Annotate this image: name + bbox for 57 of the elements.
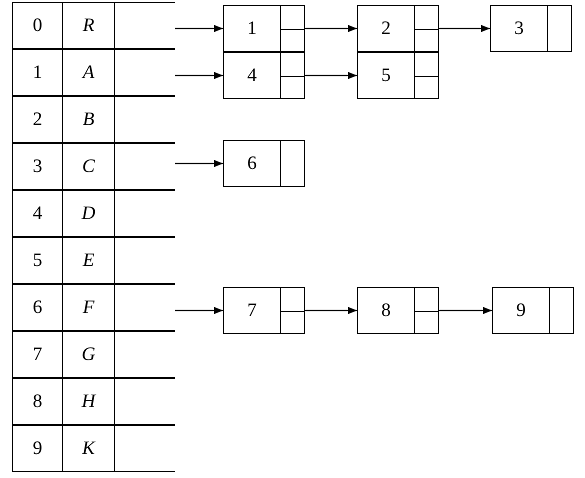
arrow	[305, 72, 357, 80]
arrow	[175, 72, 223, 80]
index-number: 1	[32, 62, 42, 84]
table-row	[12, 284, 175, 331]
vertex-label: K	[82, 438, 95, 460]
table-row	[12, 331, 175, 378]
table-row	[12, 378, 175, 425]
index-number: 8	[32, 390, 42, 412]
vertex-label: D	[82, 202, 96, 224]
vertex-label: F	[82, 296, 94, 318]
arrow	[439, 306, 492, 314]
index-number: 7	[32, 344, 42, 366]
table-row	[12, 190, 175, 237]
node-number: 4	[247, 64, 257, 86]
table-row	[12, 425, 175, 472]
list-node-box	[492, 287, 574, 334]
node-number: 2	[381, 18, 391, 40]
vertex-label: C	[82, 156, 95, 178]
vertex-label: R	[82, 14, 94, 36]
index-number: 0	[32, 14, 42, 36]
index-number: 6	[32, 296, 42, 318]
index-number: 3	[32, 156, 42, 178]
list-node-box	[357, 5, 439, 52]
table-row	[12, 2, 175, 49]
table-row	[12, 96, 175, 143]
node-number: 9	[516, 300, 526, 322]
list-node-box	[357, 52, 439, 99]
vertex-label: A	[82, 62, 94, 84]
index-number: 2	[32, 108, 42, 130]
table-row	[12, 49, 175, 96]
index-number: 5	[32, 250, 42, 272]
arrow	[305, 24, 357, 32]
arrow	[175, 306, 223, 314]
list-node-box	[357, 287, 439, 334]
index-number: 9	[32, 438, 42, 460]
node-number: 6	[247, 152, 257, 174]
list-node-box	[223, 5, 305, 52]
arrow	[175, 24, 223, 32]
node-number: 7	[247, 300, 257, 322]
vertex-label: H	[82, 390, 96, 412]
list-node-box	[223, 52, 305, 99]
arrow	[439, 24, 490, 32]
index-number: 4	[32, 202, 42, 224]
list-node-box	[223, 140, 305, 187]
arrow	[305, 306, 357, 314]
node-number: 8	[381, 300, 391, 322]
list-node-box	[490, 5, 572, 52]
vertex-label: G	[82, 344, 96, 366]
vertex-label: B	[82, 108, 94, 130]
arrow	[175, 160, 223, 168]
table-row	[12, 143, 175, 190]
node-number: 3	[514, 18, 524, 40]
list-node-box	[223, 287, 305, 334]
node-number: 1	[247, 18, 257, 40]
node-number: 5	[381, 64, 391, 86]
table-row	[12, 237, 175, 284]
vertex-label: E	[82, 250, 94, 272]
